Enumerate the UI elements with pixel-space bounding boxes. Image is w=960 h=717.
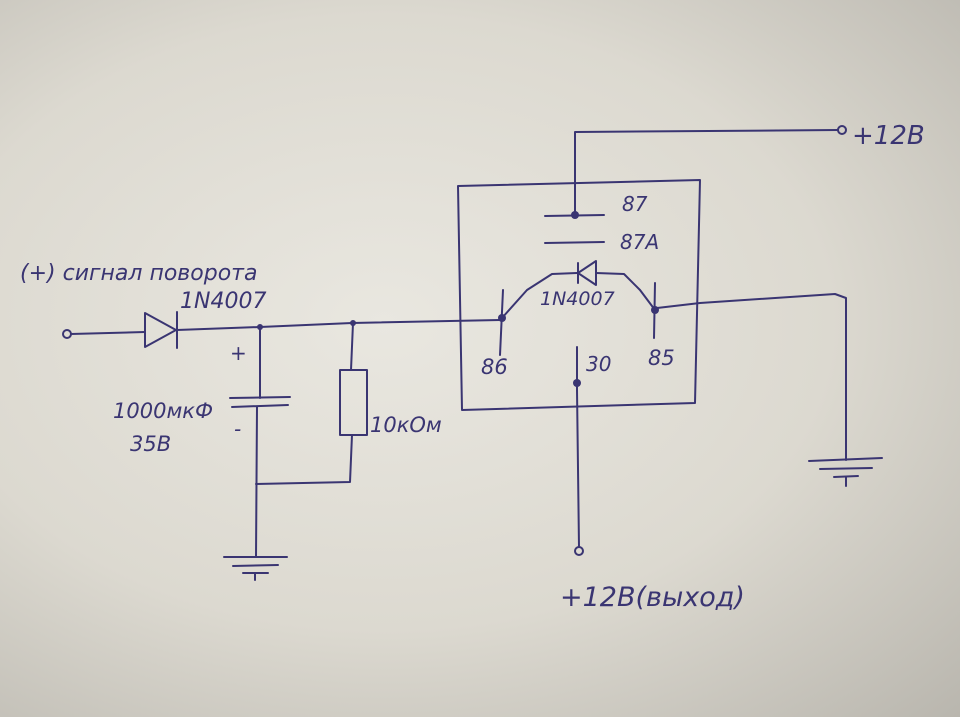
label-pin-87a: 87А — [620, 230, 659, 254]
relay-contact-87a — [544, 241, 605, 244]
relay-box — [457, 179, 701, 411]
capacitor-bottom-wire — [255, 406, 258, 558]
resistor — [339, 369, 368, 436]
main-bus-wire — [176, 319, 501, 331]
label-pin-30: 30 — [586, 352, 611, 376]
input-terminal — [62, 329, 72, 339]
label-output: +12В(выход) — [560, 582, 745, 613]
label-pin-87: 87 — [622, 192, 648, 216]
diode-main — [144, 311, 178, 349]
ground-right-icon — [808, 457, 883, 487]
label-capacitor-plus: + — [230, 341, 247, 365]
diode-relay — [577, 260, 597, 286]
input-wire — [70, 331, 146, 335]
ground-left-icon — [223, 556, 288, 581]
relay-diode-wire-left — [501, 272, 578, 319]
resistor-return-wire — [255, 434, 353, 485]
pin-30-dot — [573, 379, 581, 387]
label-pin-85: 85 — [648, 346, 675, 370]
label-capacitor-voltage: 35В — [130, 432, 171, 456]
label-diode-relay: 1N4007 — [540, 288, 615, 310]
supply-wire — [574, 129, 839, 212]
label-input-signal: (+) сигнал поворота — [20, 261, 257, 286]
output-terminal — [574, 546, 584, 556]
label-capacitor-value: 1000мкФ — [113, 399, 213, 423]
label-capacitor-minus: - — [234, 417, 241, 441]
resistor-top-wire — [350, 322, 354, 371]
label-diode-main: 1N4007 — [180, 289, 266, 314]
label-supply-top: +12В — [852, 121, 925, 151]
relay-diode-wire-right — [595, 272, 656, 311]
ground-right-wire — [656, 293, 847, 461]
supply-terminal — [837, 125, 847, 135]
pin-86-contact — [498, 289, 506, 356]
label-pin-86: 86 — [481, 355, 508, 379]
capacitor — [229, 396, 291, 408]
pin-87-dot — [571, 211, 579, 219]
output-wire — [576, 389, 580, 548]
label-resistor: 10кОм — [370, 413, 442, 437]
